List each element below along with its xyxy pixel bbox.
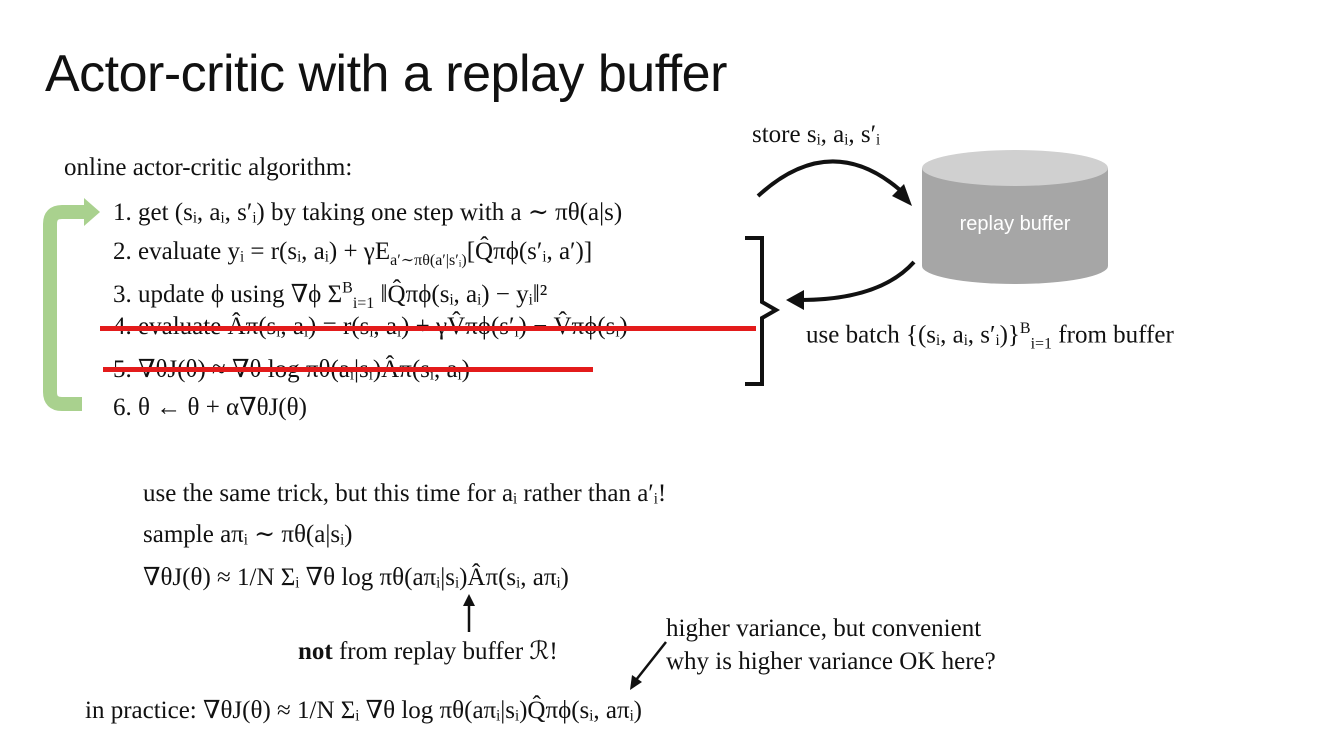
in-practice-line: in practice: ∇θJ(θ) ≈ 1/N Σᵢ ∇θ log πθ(a… bbox=[85, 697, 643, 724]
batch-arrow-icon bbox=[799, 260, 916, 302]
step-1: 1. get (sᵢ, aᵢ, s′ᵢ) by taking one step … bbox=[113, 199, 623, 226]
batch-arrowhead-icon bbox=[786, 290, 804, 310]
loop-arrowhead-icon bbox=[84, 198, 100, 226]
right-brace-icon bbox=[745, 236, 781, 386]
slide-title: Actor-critic with a replay buffer bbox=[45, 45, 727, 103]
store-label: store sᵢ, aᵢ, s′ᵢ bbox=[752, 121, 881, 148]
strike-line-step-5 bbox=[103, 367, 593, 372]
trick-line: use the same trick, but this time for aᵢ… bbox=[143, 480, 667, 507]
batch-label: use batch {(sᵢ, aᵢ, s′ᵢ)}Bi=1 from buffe… bbox=[806, 320, 1174, 353]
gradient-estimate-line: ∇θJ(θ) ≈ 1/N Σᵢ ∇θ log πθ(aπᵢ|sᵢ)Âπ(sᵢ, … bbox=[143, 564, 569, 591]
not-from-buffer-note: not from replay buffer ℛ! bbox=[298, 638, 558, 665]
step-2: 2. evaluate yᵢ = r(sᵢ, aᵢ) + γEa′∼πθ(a′|… bbox=[113, 238, 593, 269]
replay-buffer-cylinder-icon bbox=[922, 150, 1108, 284]
step-3: 3. update ϕ using ∇ϕ ΣBi=1 ‖Q̂πϕ(sᵢ, aᵢ)… bbox=[113, 279, 548, 312]
algorithm-heading: online actor-critic algorithm: bbox=[64, 154, 353, 181]
step-6: 6. θ ← θ + α∇θJ(θ) bbox=[113, 394, 307, 421]
store-arrow-icon bbox=[756, 159, 902, 198]
sample-line: sample aπᵢ ∼ πθ(a|sᵢ) bbox=[143, 521, 353, 548]
variance-note-2: why is higher variance OK here? bbox=[666, 648, 996, 675]
replay-buffer-label: replay buffer bbox=[959, 213, 1071, 235]
diagonal-arrow-icon bbox=[635, 641, 667, 681]
store-arrowhead-icon bbox=[892, 184, 912, 206]
variance-note-1: higher variance, but convenient bbox=[666, 615, 982, 642]
strike-line-step-4 bbox=[100, 326, 756, 331]
loop-arrow-icon bbox=[43, 205, 84, 411]
